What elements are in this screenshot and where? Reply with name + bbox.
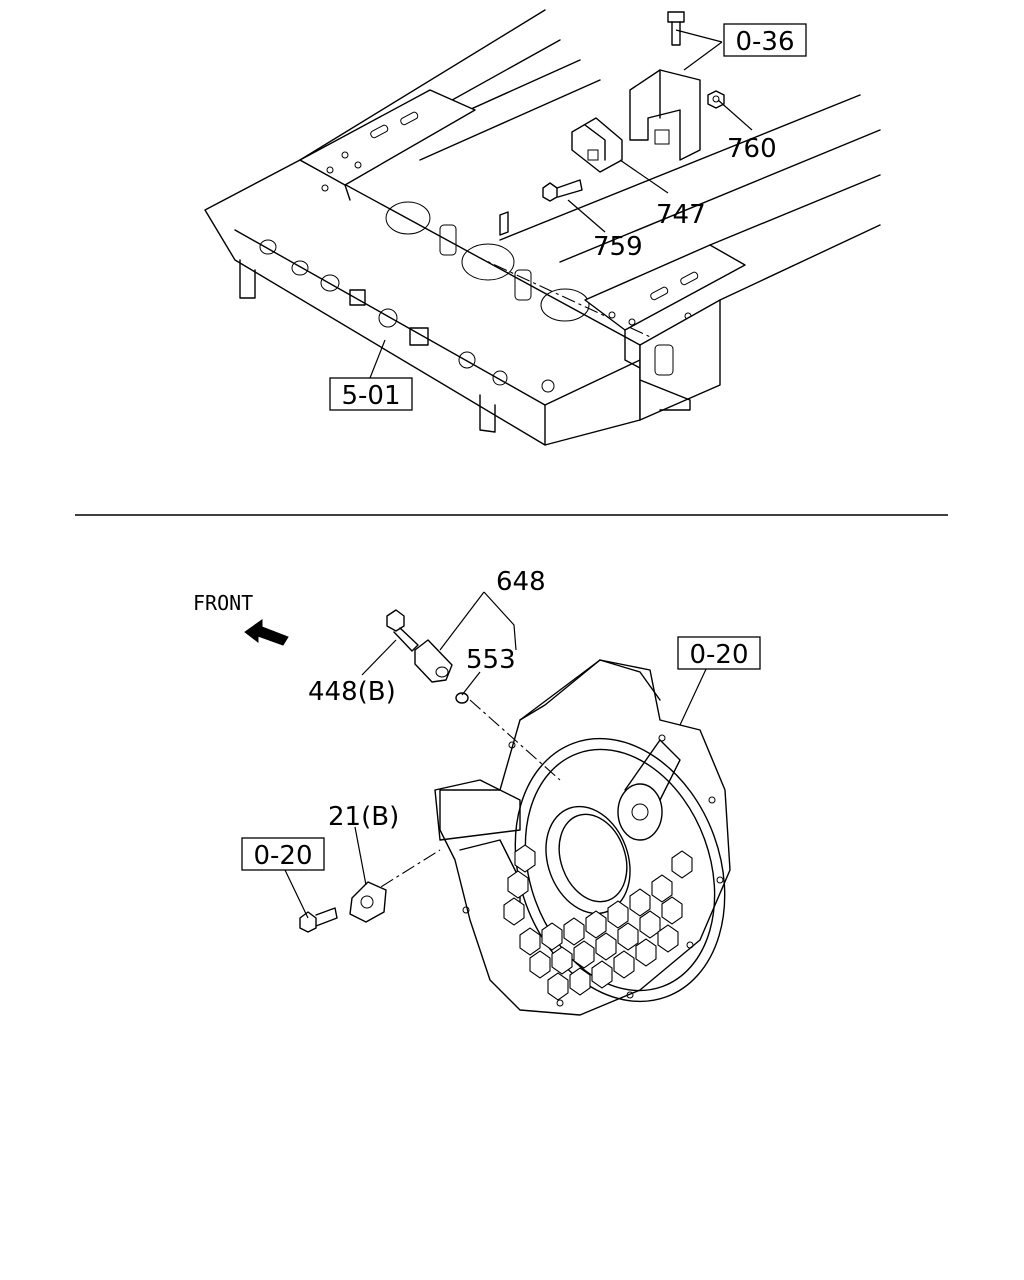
svg-text:0-20: 0-20: [689, 640, 748, 670]
callout-21b: 21(B): [328, 802, 399, 832]
top-leaders: [369, 29, 753, 379]
plate-assembly: [299, 881, 387, 933]
callout-0-20-left: 0-20: [241, 837, 325, 871]
callout-448b: 448(B): [308, 677, 396, 707]
callout-648: 648: [496, 567, 546, 597]
callout-0-36: 0-36: [723, 23, 807, 57]
bracket-assembly: [542, 11, 725, 202]
frame-holes: [259, 201, 590, 393]
callout-760: 760: [727, 134, 777, 164]
bottom-leaders: [284, 591, 708, 919]
callout-0-20-top: 0-20: [677, 636, 761, 670]
callout-553: 553: [466, 645, 516, 675]
callout-759: 759: [593, 232, 643, 262]
front-label: FRONT: [193, 591, 253, 615]
top-frame-assembly: [204, 9, 881, 446]
svg-text:0-20: 0-20: [253, 841, 312, 871]
callout-5-01: 5-01: [329, 377, 413, 411]
callout-747: 747: [656, 200, 706, 230]
sensor-assembly: [386, 609, 469, 704]
front-arrow-icon: [244, 619, 289, 646]
flywheel-housing: [359, 659, 731, 1016]
svg-text:0-36: 0-36: [735, 27, 794, 57]
svg-text:5-01: 5-01: [341, 381, 400, 411]
honeycomb-ribs: [503, 844, 693, 1001]
